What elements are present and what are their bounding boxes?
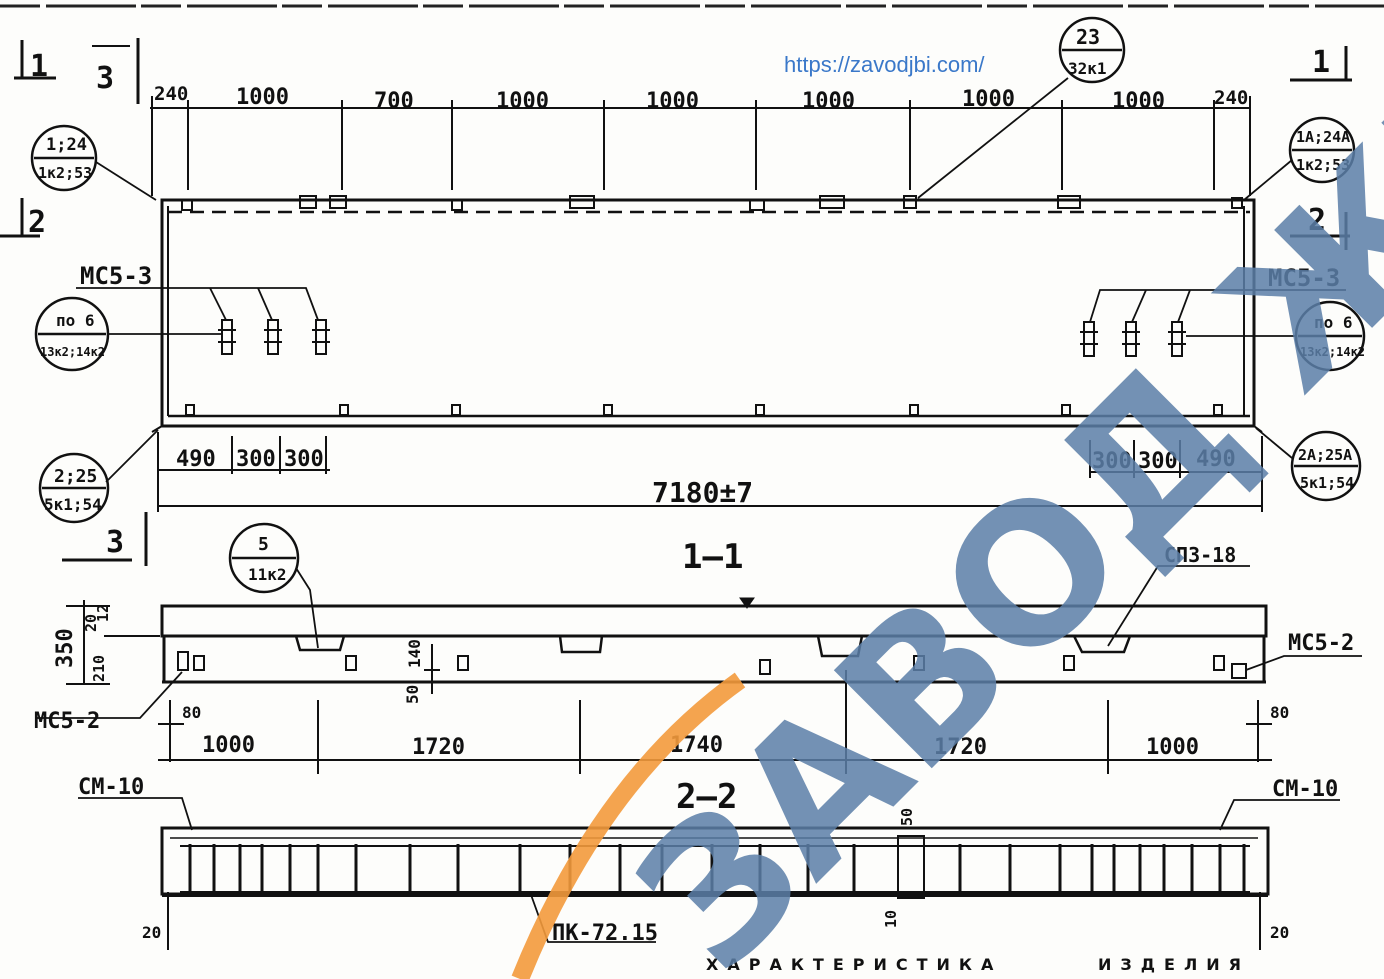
callout-section-bottom: 11к2 — [248, 565, 287, 584]
section-2-2-title: 2—2 — [676, 777, 737, 817]
cut-1-left-label: 1 — [30, 49, 48, 84]
plan-slab-outline — [160, 198, 1256, 428]
top-dim-0: 240 — [154, 83, 188, 105]
watermark-orange-arc — [511, 672, 746, 979]
cut-3-bottom-label: 3 — [106, 525, 124, 560]
section-1-1-title: 1—1 — [682, 537, 743, 577]
sec2-dim-20-right: 20 — [1270, 923, 1289, 942]
top-dim-5: 1000 — [802, 89, 855, 114]
callout-circle-top-center — [1058, 16, 1126, 84]
plan-inserts-left — [218, 319, 330, 355]
callout-top-center-bottom: 32к1 — [1068, 59, 1107, 78]
pk-72-15-label: ПК-72.15 — [552, 921, 658, 946]
sec1-dim-140: 140 — [405, 639, 424, 668]
callout-bot-right-bottom: 5к1;54 — [1300, 474, 1354, 492]
bottom-dim-right-2: 490 — [1196, 447, 1236, 472]
bottom-dim-right-1: 300 — [1138, 449, 1178, 474]
section-1-1-view — [36, 565, 1362, 774]
sec1-height-label: 350 — [53, 628, 78, 668]
top-dim-6: 1000 — [962, 87, 1015, 112]
footer-title-right: ИЗДЕЛИЯ — [1098, 955, 1250, 974]
cm-10-right-label: СМ-10 — [1272, 777, 1338, 802]
sec1-dim-50: 50 — [403, 685, 422, 704]
section-2-2-stirrups — [188, 844, 1246, 896]
callout-mid-right-top: по 6 — [1314, 313, 1353, 332]
sec1-dim-bottom-3: 1720 — [934, 735, 987, 760]
sec1-dim-80-left: 80 — [182, 703, 201, 722]
sec2-dim-10: 10 — [882, 910, 900, 928]
sec1-dim-bottom-1: 1720 — [412, 735, 465, 760]
bottom-dim-left-0: 490 — [176, 447, 216, 472]
plan-bottom-notches — [185, 404, 1223, 416]
sec2-dim-50: 50 — [898, 808, 916, 826]
sp3-18-label: СП3-18 — [1164, 543, 1236, 567]
callout-section-top: 5 — [258, 534, 269, 555]
top-dim-ticks — [151, 96, 1251, 196]
callout-bot-left-bottom: 5к1;54 — [44, 495, 102, 514]
top-dim-7: 1000 — [1112, 89, 1165, 114]
cut-2-right-label: 2 — [1308, 203, 1326, 238]
plan-view — [0, 38, 1352, 566]
watermark-url: https://zavodjbi.com/ — [784, 52, 985, 77]
section-2-2-view — [78, 797, 1340, 950]
mc5-2-left-label: МС5-2 — [34, 709, 100, 734]
callout-mid-left-bottom: 13к2;14к2 — [40, 345, 105, 359]
callout-circle-mid-right — [1294, 300, 1366, 372]
callout-circle-section — [228, 522, 300, 594]
footer-title-left: ХАРАКТЕРИСТИКА — [706, 955, 1002, 974]
bottom-dim-left-2: 300 — [284, 447, 324, 472]
callout-mid-left-top: по 6 — [56, 311, 95, 330]
callout-circle-top-left — [30, 124, 98, 192]
callout-top-left-bottom: 1к2;53 — [38, 164, 92, 182]
top-dim-8: 240 — [1214, 87, 1248, 109]
sec1-dim-210: 210 — [90, 655, 108, 682]
callout-top-center-top: 23 — [1076, 25, 1100, 49]
top-dim-3: 1000 — [496, 89, 549, 114]
sec1-dim-bottom-0: 1000 — [202, 733, 255, 758]
mc5-2-right-label: МС5-2 — [1288, 631, 1354, 656]
cm-10-left-label: СМ-10 — [78, 775, 144, 800]
sec1-dim-20: 20 — [82, 614, 100, 632]
callout-circle-bot-right — [1290, 430, 1362, 502]
cut-3-top-label: 3 — [96, 61, 114, 96]
mc5-3-left-label: МС5-3 — [80, 262, 152, 290]
callout-circles — [30, 16, 1366, 649]
bottom-dim-left-1: 300 — [236, 447, 276, 472]
callout-mid-right-bottom: 13к2;14к2 — [1300, 345, 1365, 359]
callout-bot-right-top: 2А;25А — [1298, 446, 1352, 464]
callout-top-right-top: 1А;24А — [1296, 128, 1350, 146]
callout-top-right-bottom: 1к2;53 — [1296, 156, 1350, 174]
top-dim-1: 1000 — [236, 85, 289, 110]
plan-inserts-right — [1080, 321, 1186, 357]
callout-circle-mid-left — [34, 296, 110, 372]
cut-1-right-label: 1 — [1312, 45, 1330, 80]
watermark: ЗАВОД ЖБИ https://zavodjbi.com/ — [511, 0, 1384, 979]
sec2-dim-20-left: 20 — [142, 923, 161, 942]
callout-top-left-top: 1;24 — [46, 135, 87, 155]
plan-top-notches — [181, 195, 1243, 211]
sec1-dim-80-right: 80 — [1270, 703, 1289, 722]
callout-circle-bot-left — [38, 452, 110, 524]
cut-2-left-label: 2 — [28, 205, 46, 240]
overall-dim-label: 7180±7 — [652, 476, 753, 509]
callout-bot-left-top: 2;25 — [54, 466, 97, 487]
mc5-3-right-label: МС5-3 — [1268, 264, 1340, 292]
sec1-dim-12: 12 — [94, 604, 112, 622]
drawing-text: 1 3 1 2 2 3 240 1000 700 1000 1000 1000 … — [28, 25, 1365, 946]
bottom-dim-right-0: 300 — [1092, 449, 1132, 474]
top-dim-2: 700 — [374, 89, 414, 114]
callout-circle-top-right — [1288, 116, 1356, 184]
top-dim-4: 1000 — [646, 89, 699, 114]
sec1-dim-bottom-4: 1000 — [1146, 735, 1199, 760]
